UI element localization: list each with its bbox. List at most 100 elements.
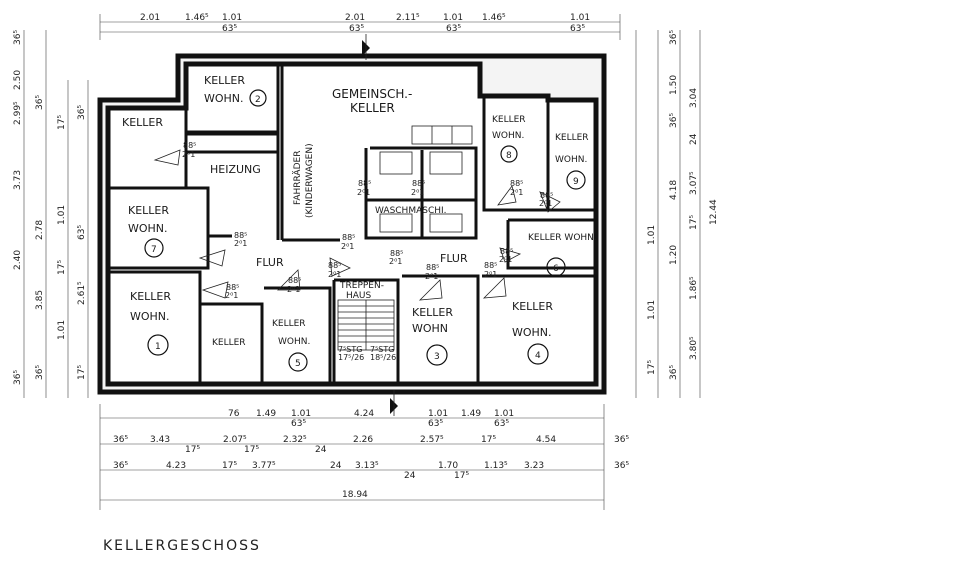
dimension-label: 36⁵ <box>35 365 45 380</box>
room-gemeinsch-line2: KELLER <box>350 101 395 115</box>
room-unit-4: 4 <box>535 351 541 361</box>
door-labels: 88⁵ 2⁰1 88⁵ 2⁰1 88⁵ 2⁰1 88⁵ 2⁰1 88⁵ 2⁰1 … <box>182 141 553 300</box>
dimension-label: 3.85 <box>35 290 45 310</box>
room-keller-wohn-6: KELLER WOHN. <box>528 233 597 243</box>
dimension-label: 63⁵ <box>291 419 306 429</box>
room-keller-wohn-9-line2: WOHN. <box>555 155 587 165</box>
dim-total-width: 18.94 <box>342 490 368 500</box>
dimension-label: 24 <box>404 471 416 481</box>
detail-lines <box>153 34 561 416</box>
room-keller-wohn-5-line2: WOHN. <box>278 337 310 347</box>
dimension-label: 36⁵ <box>113 461 128 471</box>
dimension-label: 88⁵ <box>183 141 196 150</box>
dimension-label: 2⁰1 <box>341 242 354 251</box>
room-unit-9: 9 <box>573 177 579 187</box>
dimension-label: 1.86⁵ <box>689 276 699 300</box>
dim-top-12: 63⁵ <box>570 24 585 34</box>
dimension-label: 4.54 <box>536 435 556 445</box>
dim-top-1: 2.01 <box>140 13 160 23</box>
dimension-label: 36⁵ <box>614 435 629 445</box>
dimension-label: 88⁵ <box>390 249 403 258</box>
dim-top-3: 1.01 <box>222 13 242 23</box>
room-keller-wohn-4-line2: WOHN. <box>512 326 552 339</box>
room-fahrraeder-line2: (KINDERWAGEN) <box>305 143 315 218</box>
dimension-label: 36⁵ <box>113 435 128 445</box>
dimension-label: 36⁵ <box>669 30 679 45</box>
room-keller-wohn-2-line2: WOHN. <box>204 92 244 105</box>
dimension-label: 2.07⁵ <box>223 435 247 445</box>
dimension-label: 24 <box>330 461 342 471</box>
dimension-label: 88⁵ <box>358 179 371 188</box>
room-keller-wohn-3-line1: KELLER <box>412 306 453 319</box>
room-unit-2: 2 <box>255 95 261 105</box>
dimension-label: 2.61⁵ <box>77 281 87 305</box>
dimension-label: 3.04 <box>689 88 699 108</box>
dimension-label: 88⁵ <box>234 231 247 240</box>
dimension-label: 36⁵ <box>77 105 87 120</box>
dimension-label: 1.50 <box>669 75 679 95</box>
dimension-label: 2⁰1 <box>510 188 523 197</box>
left-dimension-chain: 36⁵ 2.50 2.99⁵ 3.73 2.40 36⁵ 36⁵ 2.78 3.… <box>13 30 89 398</box>
dimension-label: 63⁵ <box>77 225 87 240</box>
dimension-label: 17⁵ <box>689 215 699 230</box>
room-keller-wohn-8-line2: WOHN. <box>492 131 524 141</box>
dim-top-2: 1.46⁵ <box>185 13 209 23</box>
dimension-label: 2⁰1 <box>287 285 300 294</box>
dimension-label: 2⁰1 <box>389 257 402 266</box>
dim-top-7: 2.11⁵ <box>396 13 420 23</box>
room-treppenhaus-line1: TREPPEN- <box>339 281 384 291</box>
dimension-label: 2⁰1 <box>539 199 552 208</box>
dimension-label: 88⁵ <box>226 283 239 292</box>
stair-labels: 7⁵STG 17⁵/26 7⁵STG 18⁵/26 <box>338 345 396 362</box>
dimension-label: 17⁵/26 <box>338 353 364 362</box>
room-keller-wohn-2-line1: KELLER <box>204 74 245 87</box>
dimension-label: 88⁵ <box>342 233 355 242</box>
room-treppenhaus-line2: HAUS <box>346 291 372 301</box>
room-gemeinsch-line1: GEMEINSCH.- <box>332 87 412 101</box>
dimension-label: 2.50 <box>13 70 23 90</box>
interior-walls <box>108 64 596 384</box>
dimension-label: 2.78 <box>35 220 45 240</box>
dimension-label: 1.13⁵ <box>484 461 508 471</box>
dimension-label: 1.01 <box>494 409 514 419</box>
dimension-label: 2⁰1 <box>328 270 341 279</box>
dimension-label: 17⁵ <box>244 445 259 455</box>
dimension-label: 17⁵ <box>57 260 67 275</box>
dimension-label: 12.44 <box>709 199 719 225</box>
dimension-label: 17⁵ <box>222 461 237 471</box>
dim-top-4: 63⁵ <box>222 24 237 34</box>
room-keller-wohn-8-line1: KELLER <box>492 115 526 125</box>
dimension-label: 3.13⁵ <box>355 461 379 471</box>
room-unit-5: 5 <box>295 359 301 369</box>
dimension-label: 3.80⁵ <box>689 336 699 360</box>
dimension-label: 1.01 <box>57 205 67 225</box>
dimension-label: 24 <box>315 445 327 455</box>
dimension-label: 1.01 <box>428 409 448 419</box>
room-keller-wohn-9-line1: KELLER <box>555 133 589 143</box>
dimension-label: 1.01 <box>291 409 311 419</box>
dimension-label: 36⁵ <box>13 370 23 385</box>
dimension-label: 17⁵ <box>647 360 657 375</box>
dimension-label: 18⁵/26 <box>370 353 396 362</box>
dimension-label: 88⁵ <box>540 191 553 200</box>
room-heizung: HEIZUNG <box>210 163 261 176</box>
dimension-label: 3.73 <box>13 170 23 190</box>
room-unit-7: 7 <box>151 245 157 255</box>
dim-top-6: 63⁵ <box>349 24 364 34</box>
dimension-label: 88⁵ <box>484 261 497 270</box>
dimension-label: 17⁵ <box>57 115 67 130</box>
dimension-label: 1.70 <box>438 461 458 471</box>
room-fahrraeder-line1: FAHRRÄDER <box>292 151 303 205</box>
dimension-label: 36⁵ <box>614 461 629 471</box>
room-unit-6: 6 <box>553 264 559 274</box>
room-keller-wohn-1-line2: WOHN. <box>130 310 170 323</box>
dimension-label: 7⁵STG <box>338 345 362 354</box>
dimension-label: 4.18 <box>669 180 679 200</box>
dimension-label: 36⁵ <box>669 113 679 128</box>
room-unit-3: 3 <box>434 352 440 362</box>
room-unit-1: 1 <box>155 342 161 352</box>
stair-treads <box>337 299 395 351</box>
dimension-label: 36⁵ <box>669 365 679 380</box>
dimension-label: 2⁰1 <box>234 239 247 248</box>
